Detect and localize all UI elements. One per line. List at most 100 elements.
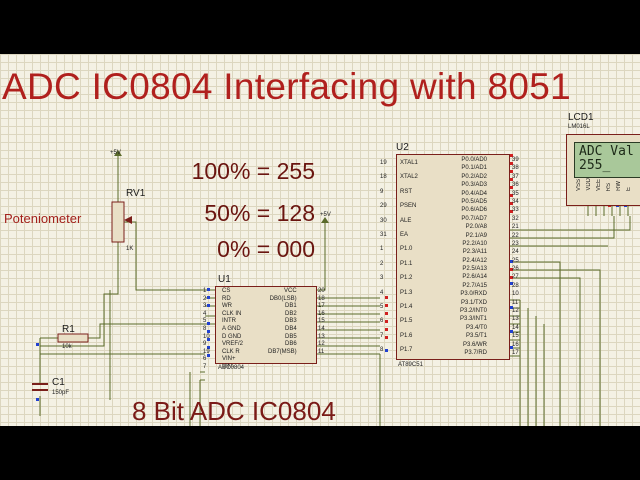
pin-label: 3 [203, 303, 207, 310]
pin-label: 24 [512, 249, 519, 256]
pin-label: P1.4 [400, 303, 413, 310]
pin-label: P2.1/A9 [465, 232, 488, 239]
pin-label: 3 [380, 275, 384, 282]
pin-label: 38 [512, 165, 519, 172]
pin-label: CLK IN [222, 310, 242, 317]
pin-label: DB2 [285, 310, 297, 317]
pin-label: 12 [512, 308, 519, 315]
pin-label: 35 [512, 190, 519, 197]
pin-label: P2.3/A11 [462, 249, 488, 256]
lcd-pin-label: VEE [596, 178, 602, 191]
pin-label: P1.6 [400, 332, 413, 339]
pin-label: 16 [318, 310, 325, 317]
pin-label: P0.6/AD6 [461, 207, 488, 214]
pin-label: 15 [512, 333, 519, 340]
pin-label: 21 [512, 224, 519, 231]
subtitle: 8 Bit ADC IC0804 [132, 396, 336, 426]
pin-label: P1.7 [400, 347, 413, 354]
pin-label: P2.7/A15 [462, 282, 488, 289]
pin-label: 10 [203, 333, 210, 340]
pin-label: P3.0/RXD [460, 291, 488, 298]
pin-label: VIN- [222, 363, 234, 370]
pot-value: 1K [126, 246, 134, 252]
pin-label: A GND [222, 325, 241, 332]
pin-label: 4 [203, 310, 207, 317]
pot-supply-label: +5V [110, 150, 121, 156]
pin-label: VREF/2 [222, 341, 244, 348]
pin-label: 25 [512, 257, 519, 264]
pin-label: P2.4/A12 [462, 257, 488, 264]
pin-label: DB4 [285, 325, 297, 332]
pin-label: 7 [203, 363, 207, 370]
pin-label: 5 [203, 318, 207, 325]
pin-label: 6 [203, 356, 207, 363]
pin-label: XTAL1 [400, 160, 418, 166]
adc-ref: U1 [218, 274, 231, 285]
pin-label: DB7(MSB) [268, 348, 297, 355]
pot-ref: RV1 [126, 188, 146, 199]
pin-label: 37 [512, 173, 519, 180]
pin-label: P0.1/AD1 [461, 165, 488, 172]
pin-label: DB0(LSB) [269, 295, 297, 302]
pin-label: P1.3 [400, 289, 413, 296]
pin-label: 6 [380, 318, 384, 325]
pin-label: 4 [380, 289, 384, 296]
pin-label: P0.2/AD2 [461, 173, 488, 180]
pin-label: 13 [512, 316, 519, 323]
lcd-pin-label: VDD [586, 178, 592, 191]
pin-label: DB3 [285, 318, 297, 325]
pin-label: 22 [512, 232, 519, 239]
pin-label: 31 [380, 231, 387, 238]
pin-label: 9 [203, 341, 207, 348]
pin-label: 2 [203, 295, 207, 302]
pin-label: 13 [318, 333, 325, 340]
pin-label: 19 [380, 160, 387, 166]
adc-chip [215, 286, 317, 364]
pin-label: P0.4/AD4 [461, 190, 488, 197]
adc-supply-label: +5V [320, 212, 331, 218]
pin-label: P0.5/AD5 [461, 198, 488, 205]
pin-label: VIN+ [222, 356, 236, 363]
pin-label: 28 [512, 282, 519, 289]
pin-label: DB5 [285, 333, 297, 340]
mcu-chip [396, 154, 510, 360]
pin-label: 9 [380, 188, 384, 195]
pin-label: 7 [380, 332, 384, 339]
pin-label: 18 [318, 295, 325, 302]
resistor-value: 10k [62, 344, 72, 350]
pin-label: D GND [222, 333, 242, 340]
pin-label: P0.0/AD0 [461, 157, 488, 163]
pin-label: P0.7/AD7 [461, 215, 488, 222]
pin-label: PSEN [400, 203, 417, 210]
lcd-part: LM016L [568, 124, 590, 130]
pin-label: 26 [512, 266, 519, 273]
lcd-ref: LCD1 [568, 112, 594, 123]
pin-label: WR [222, 303, 232, 310]
lcd-screen: ADC Val 255_ [574, 142, 640, 178]
page-title: ADC IC0804 Interfacing with 8051 [2, 66, 572, 107]
capacitor-ref: C1 [52, 377, 65, 388]
pin-label: 1 [203, 288, 207, 294]
pin-label: 32 [512, 215, 519, 222]
equation-line: 0% = 000 [217, 236, 315, 262]
pin-label: 23 [512, 240, 519, 247]
pin-label: P3.5/T1 [466, 333, 488, 340]
pot-label: Poteniometer [4, 211, 82, 226]
schematic-canvas: ADC IC0804 Interfacing with 8051 10 0% = … [0, 54, 640, 426]
pin-label: 29 [380, 203, 387, 210]
pin-label: 1 [380, 246, 384, 253]
pin-label: 27 [512, 274, 519, 281]
pin-label: 12 [318, 341, 325, 348]
pin-label: 11 [318, 348, 325, 355]
pin-label: 16 [512, 341, 519, 348]
pin-label: 36 [512, 182, 519, 189]
pin-label: P1.5 [400, 318, 413, 325]
pin-label: XTAL2 [400, 174, 418, 181]
pin-label: 8 [380, 347, 384, 354]
pin-label: RST [400, 188, 412, 195]
lcd-pin-label: RW [616, 181, 622, 191]
